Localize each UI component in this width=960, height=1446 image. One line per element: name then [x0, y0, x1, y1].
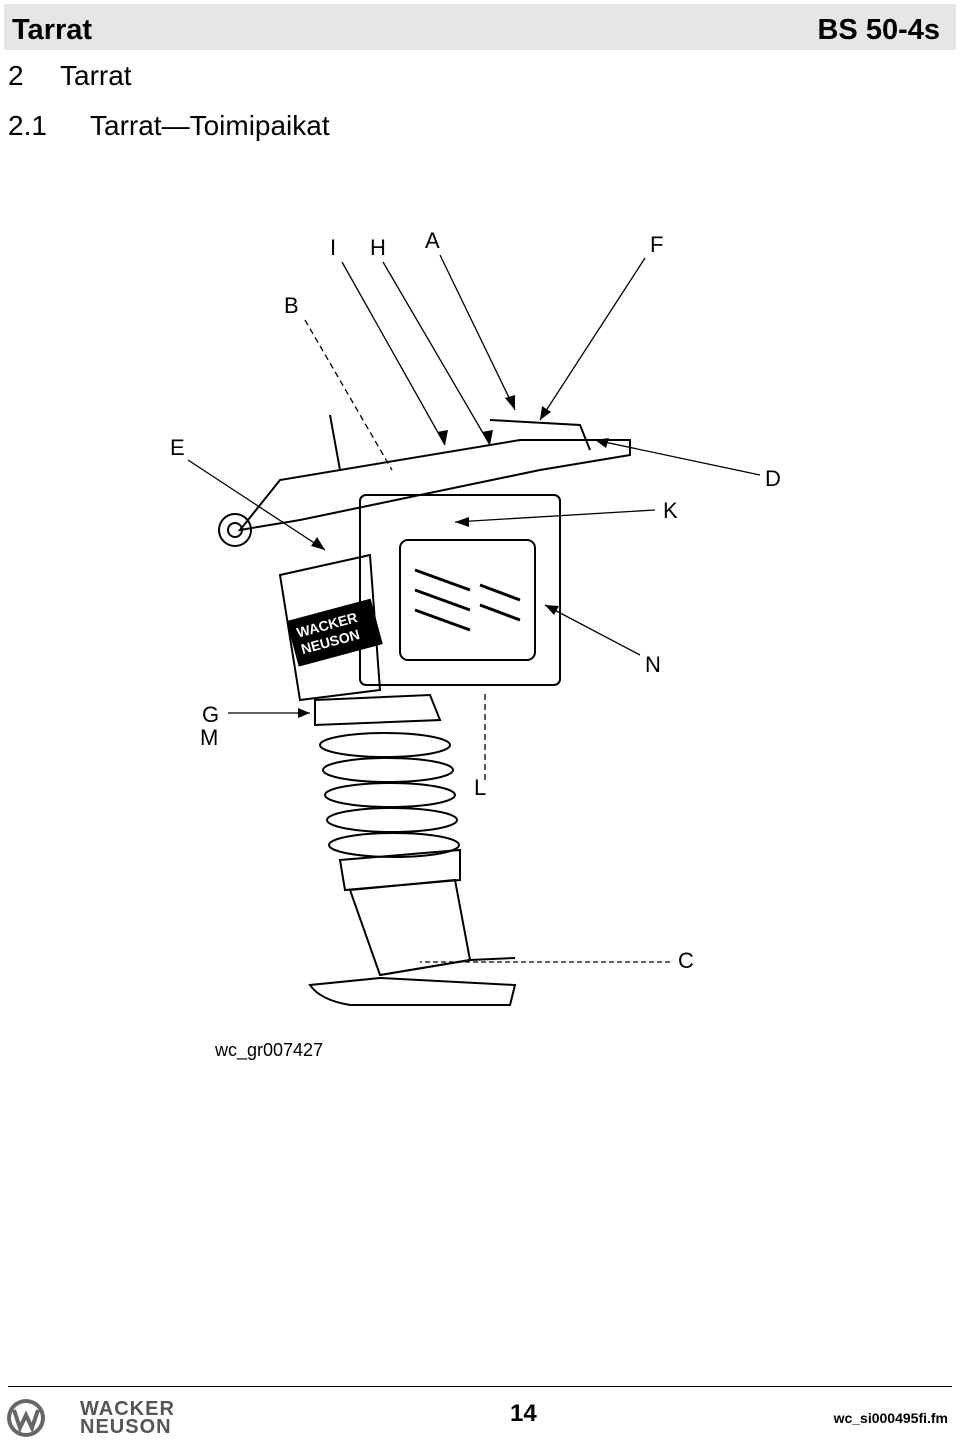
- rammer-diagram: WACKER NEUSON I H A F B E D K: [170, 228, 781, 1006]
- section-title: Tarrat: [12, 14, 93, 46]
- callout-K: K: [663, 498, 678, 523]
- heading-number: 2.1: [8, 110, 47, 141]
- callout-G: G: [202, 702, 219, 727]
- footer-divider: [8, 1386, 952, 1387]
- heading-number: 2: [8, 60, 24, 91]
- footer-brand-line1: WACKER: [80, 1398, 175, 1420]
- file-id: wc_si000495fi.fm: [833, 1410, 948, 1426]
- footer-brand-logo: WACKER NEUSON: [80, 1398, 175, 1438]
- header-bar: Tarrat BS 50-4s: [4, 4, 956, 50]
- page-number: 14: [510, 1400, 537, 1427]
- figure-code: wc_gr007427: [215, 1040, 324, 1060]
- heading-text: Tarrat: [60, 60, 132, 91]
- callout-E: E: [170, 435, 185, 460]
- callout-C: C: [678, 948, 694, 973]
- heading-text: Tarrat—Toimipaikat: [90, 110, 330, 141]
- callout-N: N: [645, 652, 661, 677]
- model-title: BS 50-4s: [817, 14, 940, 46]
- footer-brand-line2: NEUSON: [80, 1416, 172, 1438]
- heading-level-1: 2 Tarrat: [8, 60, 132, 92]
- heading-level-2: 2.1 Tarrat—Toimipaikat: [8, 110, 330, 142]
- callout-B: B: [284, 293, 299, 318]
- callout-L: L: [474, 775, 486, 800]
- callout-H: H: [370, 235, 386, 260]
- callout-F: F: [650, 232, 663, 257]
- wacker-w-logo-icon: [7, 1399, 45, 1437]
- callout-D: D: [765, 466, 781, 491]
- callout-I: I: [330, 235, 336, 260]
- callout-M: M: [200, 725, 218, 750]
- callout-A: A: [425, 228, 440, 253]
